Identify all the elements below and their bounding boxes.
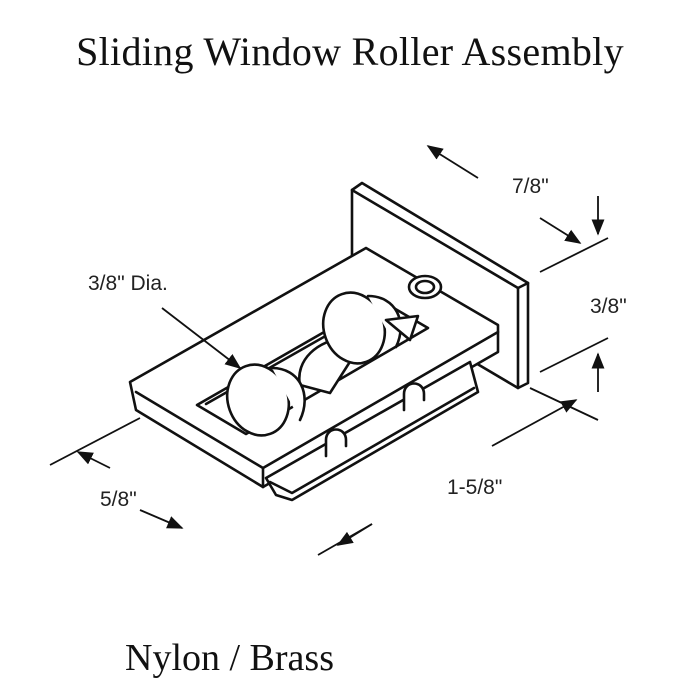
label-height-right: 3/8" — [590, 295, 627, 318]
label-width-left: 5/8" — [100, 488, 137, 511]
label-wheel-dia: 3/8" Dia. — [88, 272, 168, 295]
dimension-length — [317, 387, 599, 556]
dimension-width-left — [49, 417, 184, 529]
label-length: 1-5/8" — [447, 476, 502, 499]
dimension-width-top — [426, 145, 582, 244]
material-caption: Nylon / Brass — [125, 637, 334, 679]
axle-slots — [324, 382, 426, 458]
diagram-title: Sliding Window Roller Assembly — [76, 29, 624, 74]
label-width-top: 7/8" — [512, 175, 549, 198]
dimension-height-right — [539, 196, 609, 392]
dimension-wheel-dia-leader — [161, 307, 242, 369]
roller-wheels — [225, 291, 420, 437]
